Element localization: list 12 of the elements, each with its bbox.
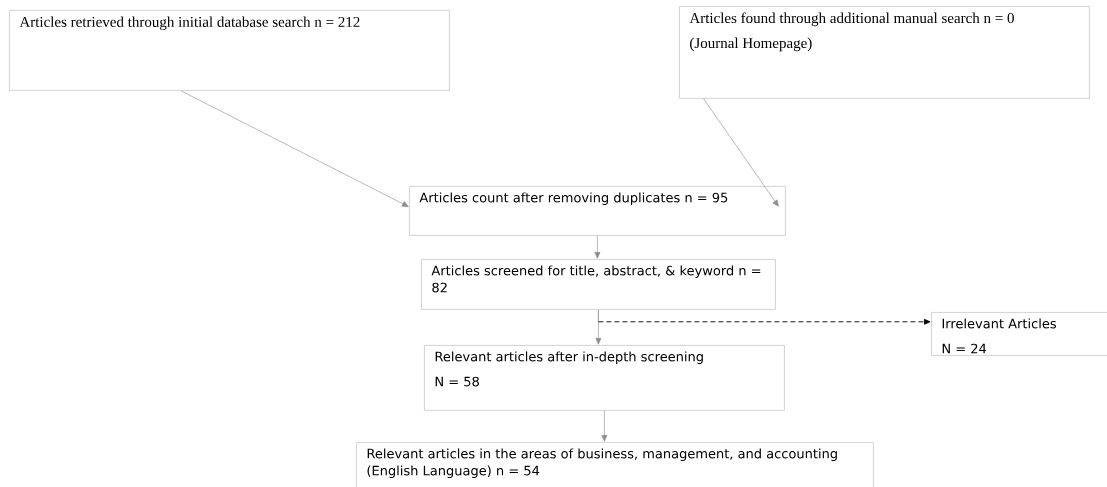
process-box: Relevant articles after in-depth screening N = 58 bbox=[424, 345, 785, 411]
process-box: Irrelevant Articles N = 24 bbox=[931, 312, 1107, 356]
process-box: Relevant articles in the areas of business, management, and accounting (English Language) n = 54 bbox=[356, 442, 874, 487]
arrow bbox=[597, 318, 931, 325]
process-box: Articles count after removing duplicates n = 95 bbox=[409, 186, 786, 236]
arrow bbox=[180, 90, 409, 207]
arrow bbox=[594, 235, 601, 259]
process-box: Articles screened for title, abstract, & keyword n = 82 bbox=[421, 259, 776, 310]
arrow bbox=[703, 98, 779, 207]
arrow bbox=[601, 410, 608, 442]
process-box: Articles retrieved through initial database search n = 212 bbox=[9, 10, 450, 91]
process-box: Articles found through additional manual search n = 0 (Journal Homepage) bbox=[679, 6, 1090, 99]
